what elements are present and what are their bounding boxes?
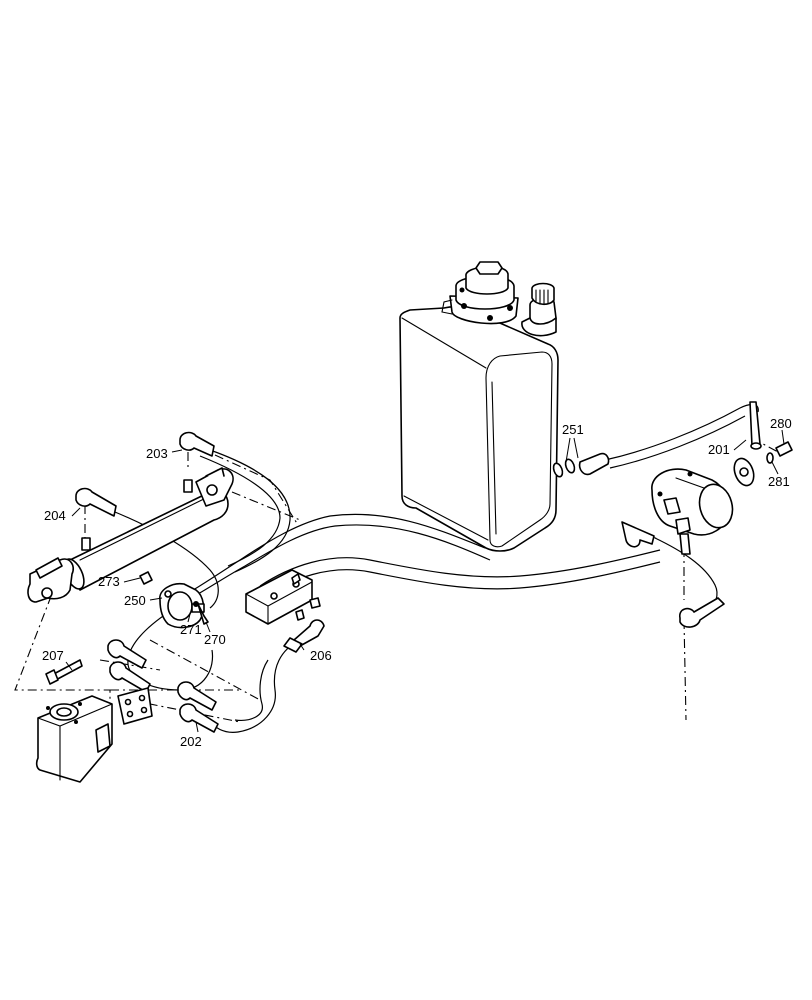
callout-280: 280 — [770, 416, 792, 431]
hydraulic-tank — [399, 261, 559, 552]
steering-cylinder — [27, 467, 234, 603]
callout-leaders — [65, 429, 785, 733]
callout-251: 251 — [562, 422, 584, 437]
hose-fittings — [45, 431, 725, 733]
callout-270: 270 — [204, 632, 226, 647]
hydraulic-pump — [651, 401, 793, 555]
callout-206: 206 — [310, 648, 332, 663]
mounting-bracket — [139, 571, 209, 629]
callout-273: 273 — [98, 574, 120, 589]
callout-201: 201 — [708, 442, 730, 457]
callout-207: 207 — [42, 648, 64, 663]
callout-250: 250 — [124, 593, 146, 608]
callout-labels: 203 204 273 250 271 270 206 207 202 251 … — [42, 416, 792, 749]
callout-271: 271 — [180, 622, 202, 637]
steering-unit — [35, 695, 113, 783]
callout-202: 202 — [180, 734, 202, 749]
callout-203: 203 — [146, 446, 168, 461]
callout-281: 281 — [768, 474, 790, 489]
callout-204: 204 — [44, 508, 66, 523]
valve-block — [245, 569, 321, 625]
